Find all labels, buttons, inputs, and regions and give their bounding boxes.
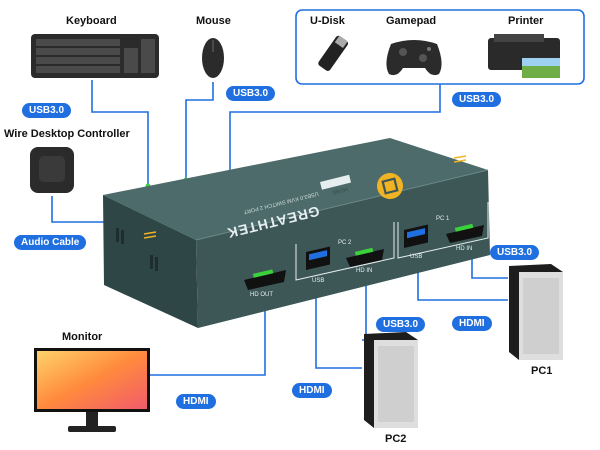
label-pc1: PC 1 — [436, 216, 450, 222]
hdmi-monitor-pill: HDMI — [176, 394, 216, 409]
monitor-label: Monitor — [62, 331, 103, 343]
keyboard-icon — [31, 34, 159, 78]
hdmi-pc2-pill: HDMI — [292, 383, 332, 398]
pc2-label: PC2 — [385, 433, 407, 445]
udisk-label: U-Disk — [310, 15, 345, 27]
udisk-icon — [318, 35, 349, 71]
usb-peripherals-pill: USB3.0 — [452, 92, 502, 107]
brand-logo-icon — [377, 173, 403, 199]
switch-badge: HDMI — [331, 185, 348, 195]
gamepad-label: Gamepad — [386, 15, 437, 27]
desktop-controller-icon — [30, 147, 74, 193]
pc1-icon — [509, 264, 563, 360]
mouse-icon — [202, 38, 224, 78]
line-hdmi-out — [150, 298, 266, 376]
mouse-label: Mouse — [196, 15, 231, 27]
monitor-icon — [34, 348, 150, 432]
pc1-label: PC1 — [531, 365, 553, 377]
usb-pc2-pill: USB3.0 — [376, 317, 426, 332]
port-pc2-hdmi — [346, 247, 384, 267]
port-pc1-usb — [404, 224, 428, 248]
line-mouse — [185, 82, 214, 180]
label-pc1-usb: USB — [410, 254, 422, 260]
usb-mouse-pill: USB3.0 — [226, 86, 276, 101]
label-hd-out: HD OUT — [250, 292, 273, 298]
gamepad-icon — [386, 40, 442, 76]
line-audio — [51, 196, 106, 223]
audio-cable-pill: Audio Cable — [14, 235, 87, 250]
label-pc2-hdin: HD IN — [356, 268, 372, 274]
usb-keyboard-pill: USB3.0 — [22, 103, 72, 118]
line-pc1-hdmi — [471, 258, 508, 279]
line-peripherals — [229, 84, 441, 172]
line-keyboard — [91, 80, 149, 186]
label-pc2-usb: USB — [312, 278, 324, 284]
pc2-icon — [364, 332, 418, 428]
port-pc1-hdmi — [446, 223, 484, 243]
line-pc2-usb — [315, 270, 362, 369]
label-pc2: PC 2 — [338, 240, 352, 246]
hdmi-pc1-pill: HDMI — [452, 316, 492, 331]
port-hdmi-out — [244, 269, 286, 290]
keyboard-label: Keyboard — [66, 15, 117, 27]
controller-label: Wire Desktop Controller — [4, 128, 130, 140]
printer-icon — [488, 34, 560, 78]
printer-label: Printer — [508, 15, 544, 27]
label-pc1-hdin: HD IN — [456, 246, 472, 252]
usb-pc1-pill: USB3.0 — [490, 245, 540, 260]
port-pc2-usb — [306, 246, 330, 270]
